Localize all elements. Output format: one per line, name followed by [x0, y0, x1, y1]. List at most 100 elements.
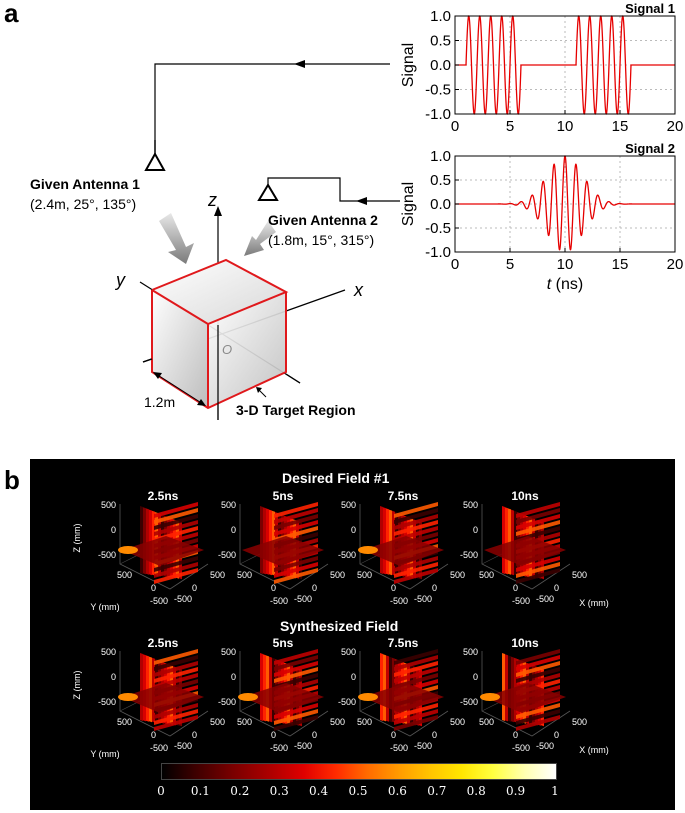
x-tick-label: -500 [174, 594, 192, 604]
colorbar-tick-label: 0.6 [387, 784, 407, 798]
cube-right-face [208, 292, 286, 408]
colorbar-tick-label: 0.5 [348, 784, 368, 798]
cube-top-face [152, 260, 286, 324]
z-tick-label: 500 [341, 500, 356, 510]
x-tick-label: 500 [572, 570, 587, 580]
colorbar-tick-label: 0.8 [466, 784, 486, 798]
y-tick-label: 500 [357, 717, 372, 727]
y-tick-label: -500 [150, 596, 168, 606]
z-tick-label: 0 [231, 525, 236, 535]
antenna2-symbol [257, 183, 279, 201]
panel-a-letter: a [4, 0, 19, 28]
y-tick-label: 500 [237, 717, 252, 727]
y-tick-label: 0 [513, 583, 518, 593]
z-tick-label: -500 [98, 697, 116, 707]
panel-b-letter: b [4, 465, 20, 495]
x-tick-label: -500 [174, 741, 192, 751]
x-tick-label: -500 [414, 741, 432, 751]
time-label: 5ns [273, 489, 294, 503]
time-label: 2.5ns [148, 489, 179, 503]
x-tick-label: 10 [557, 118, 574, 135]
x-axis-label: x [354, 280, 363, 300]
z-tick-label: 500 [463, 647, 478, 657]
synthesized-field-title: Synthesized Field [280, 618, 399, 634]
x-tick-label: 500 [210, 717, 225, 727]
z-axis-label: Z (mm) [72, 524, 82, 553]
y-tick-label: -0.5 [425, 82, 451, 99]
x-tick-label: 15 [612, 118, 629, 135]
feed-arrow-2 [356, 197, 367, 205]
z-tick-label: 0 [473, 672, 478, 682]
time-label: 7.5ns [388, 636, 419, 650]
x-tick-label: 0 [432, 730, 437, 740]
z-tick-label: 500 [101, 500, 116, 510]
time-label: 10ns [511, 636, 539, 650]
y-tick-label: -500 [390, 596, 408, 606]
beam-arrow-2 [244, 221, 276, 256]
x-tick-label: 0 [192, 730, 197, 740]
colorbar-tick-label: 0 [157, 784, 165, 798]
z-tick-label: 500 [101, 647, 116, 657]
time-label: 5ns [273, 636, 294, 650]
y-tick-label: -500 [270, 743, 288, 753]
z-tick-label: 500 [221, 500, 236, 510]
z-tick-label: 0 [111, 525, 116, 535]
colorbar-tick-label: 0.3 [269, 784, 289, 798]
feed-arrow-1 [294, 60, 305, 68]
schematic-diagram [139, 60, 400, 420]
z-tick-label: -500 [338, 697, 356, 707]
z-tick-label: 500 [463, 500, 478, 510]
x-tick-label: 500 [330, 717, 345, 727]
desired-field-title: Desired Field #1 [282, 470, 390, 486]
antenna2-feed-line [267, 177, 400, 202]
z-tick-label: 0 [231, 672, 236, 682]
y-tick-label: 0.5 [430, 172, 451, 189]
signal-curve [455, 15, 675, 115]
y-tick-label: 0.5 [430, 33, 451, 50]
y-tick-label: 500 [237, 570, 252, 580]
x-tick-label: 500 [450, 717, 465, 727]
x-tick-label: 20 [667, 256, 684, 273]
y-tick-label: 0 [151, 583, 156, 593]
time-label: 2.5ns [148, 636, 179, 650]
y-axis-label: Y (mm) [90, 749, 119, 759]
x-tick-label: 500 [330, 570, 345, 580]
y-tick-label: 500 [117, 717, 132, 727]
z-tick-label: 0 [111, 672, 116, 682]
antenna1-feed-line [154, 63, 390, 140]
y-tick-label: 500 [357, 570, 372, 580]
y-tick-label: -500 [390, 743, 408, 753]
beam-arrow-1 [159, 213, 194, 264]
antenna1-title: Given Antenna 1 [30, 176, 140, 192]
y-tick-label: -1.0 [425, 106, 451, 123]
x-tick-label: 500 [210, 570, 225, 580]
z-tick-label: 0 [473, 525, 478, 535]
z-tick-label: 0 [351, 525, 356, 535]
antenna2-title: Given Antenna 2 [268, 212, 378, 228]
y-tick-label: -500 [512, 596, 530, 606]
y-tick-label: 0 [151, 730, 156, 740]
x-tick-label: 5 [506, 256, 514, 273]
y-axis-label: y [116, 270, 125, 290]
x-tick-label: 0 [451, 118, 459, 135]
x-axis-label: t (ns) [547, 276, 583, 293]
x-tick-label: 0 [451, 256, 459, 273]
x-tick-label: 500 [450, 570, 465, 580]
x-tick-label: -500 [536, 594, 554, 604]
z-tick-label: -500 [218, 697, 236, 707]
y-tick-label: 0 [513, 730, 518, 740]
z-axis-label: Z (mm) [72, 671, 82, 700]
y-tick-label: 0 [271, 730, 276, 740]
y-tick-label: 0 [271, 583, 276, 593]
y-tick-label: 500 [479, 570, 494, 580]
plot-title: Signal 1 [625, 1, 675, 16]
plot-title: Signal 2 [625, 141, 675, 156]
